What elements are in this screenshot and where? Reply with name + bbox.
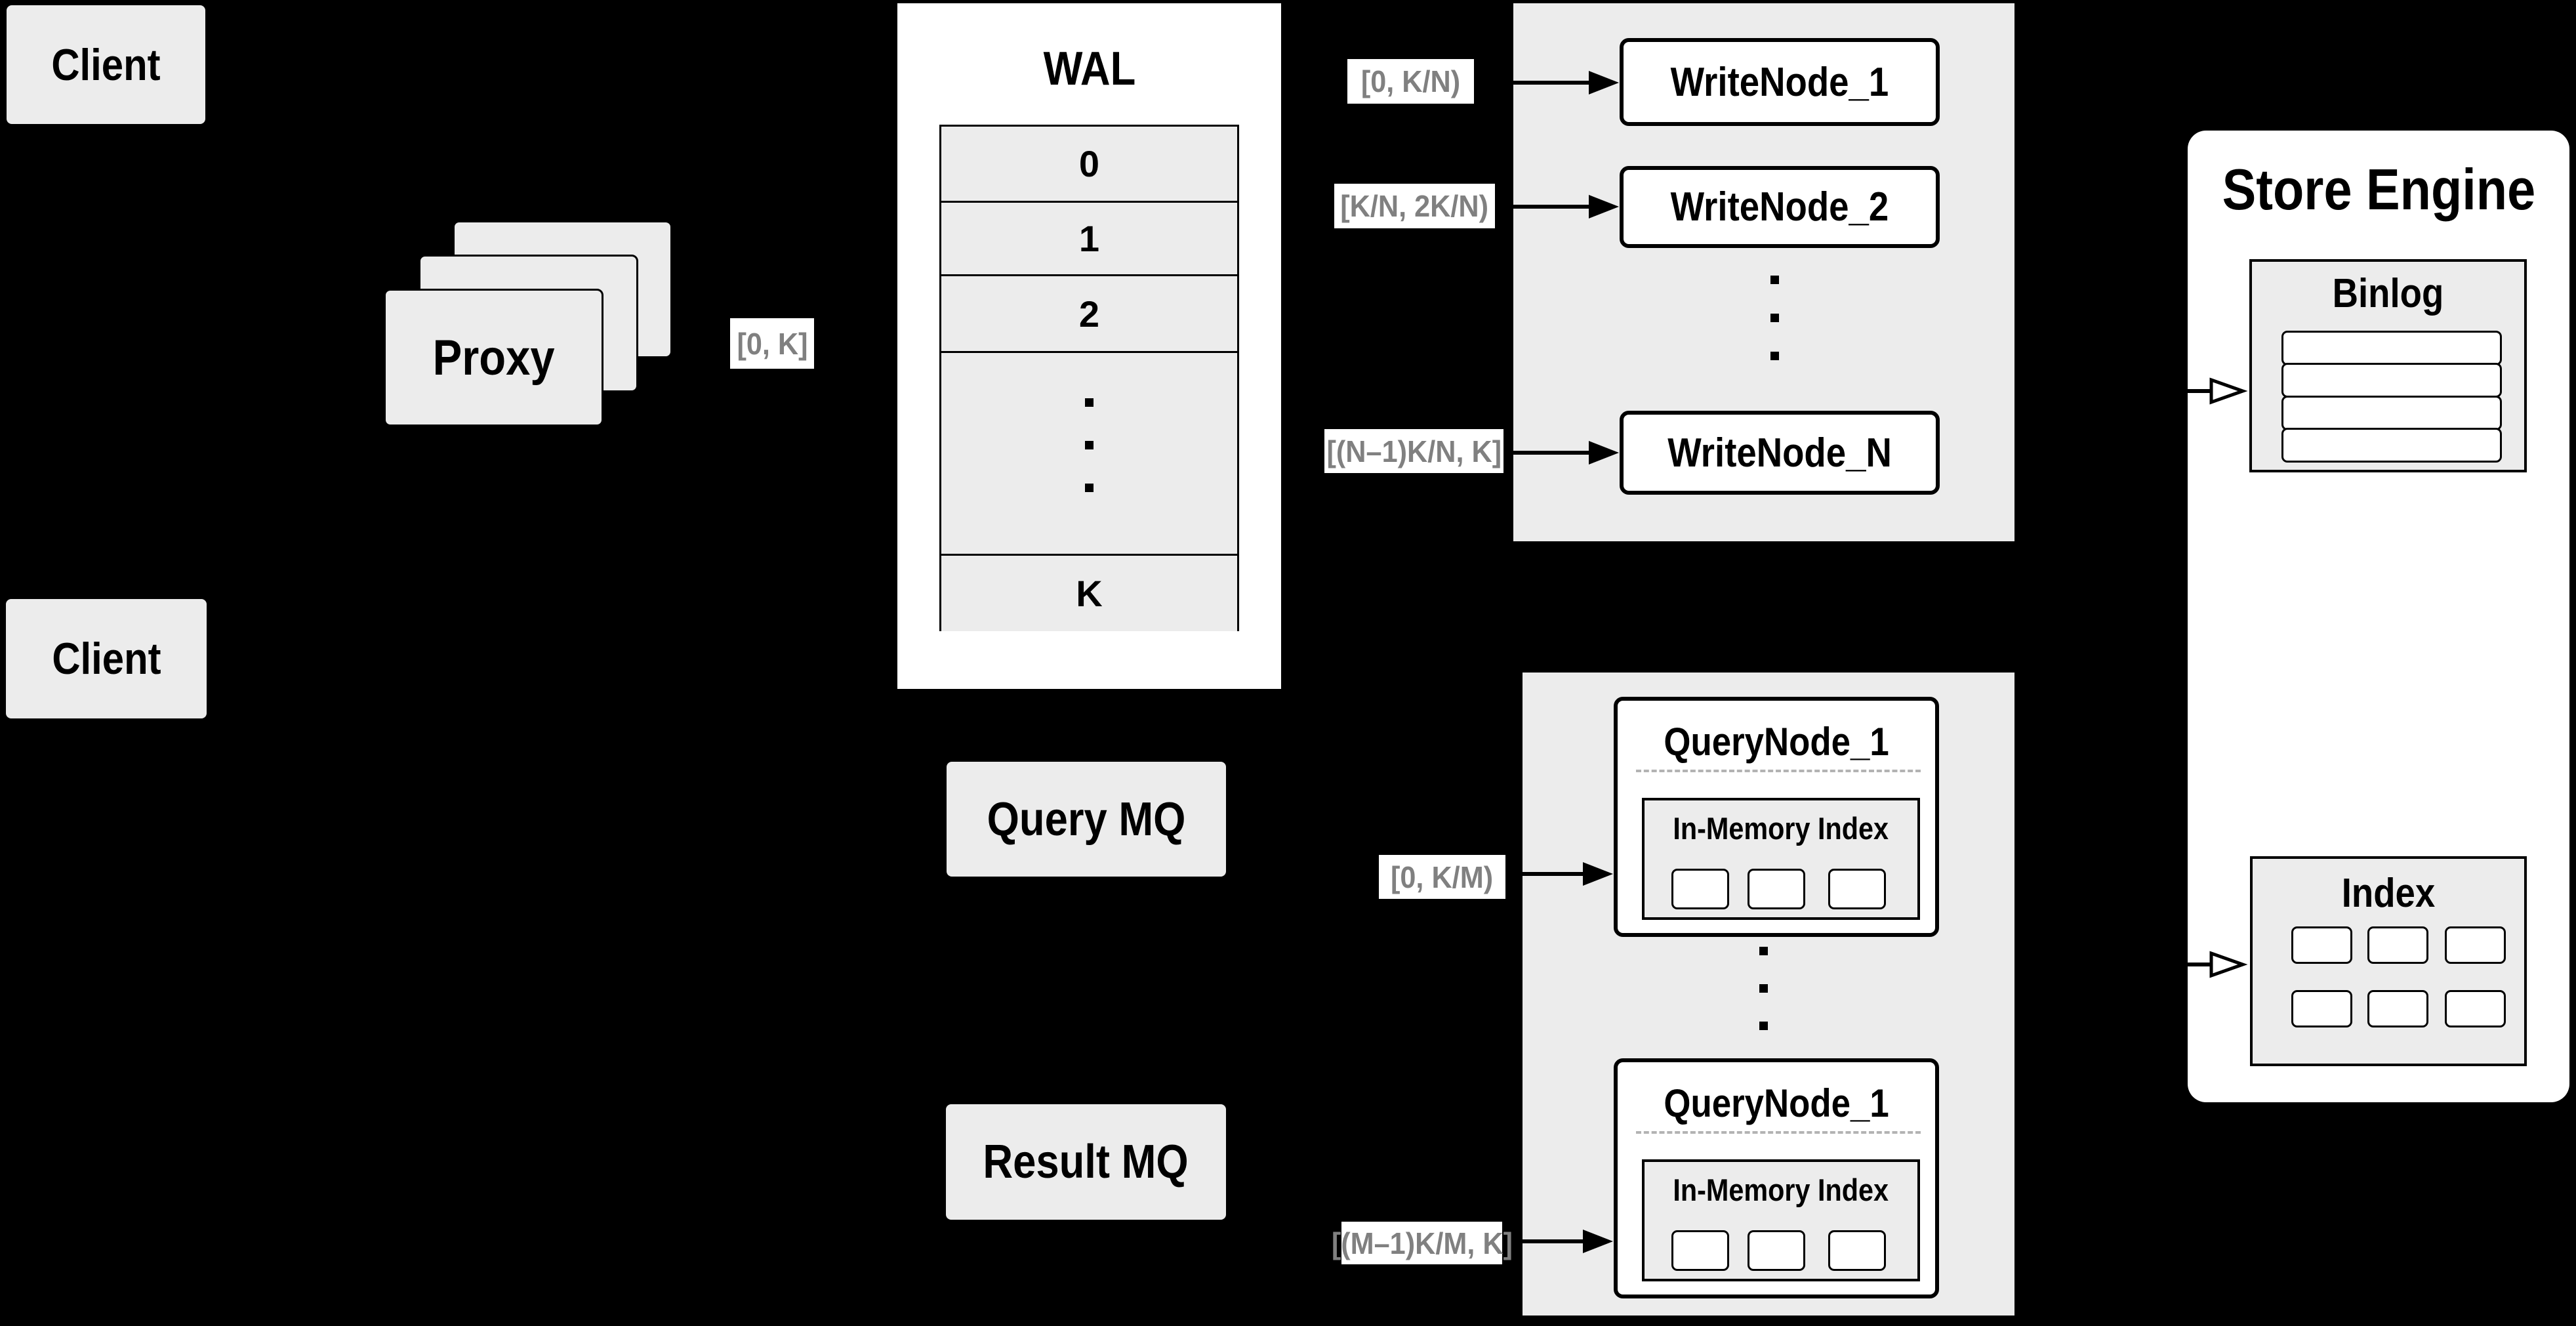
range-chip-query-1: [0, K/M) xyxy=(1379,855,1505,899)
query-ellipsis-dot xyxy=(1759,947,1768,955)
in-memory-index-2-title: In-Memory Index xyxy=(1673,1172,1889,1207)
index-square xyxy=(2367,990,2428,1027)
arrow-to-binlog xyxy=(2188,377,2248,405)
index-square xyxy=(2291,926,2352,964)
arrow-to-write-node-n xyxy=(1513,441,1619,465)
segment-square xyxy=(1671,1230,1729,1271)
write-node-n-box: WriteNode_N xyxy=(1620,411,1940,495)
wal-row-k: K xyxy=(941,556,1237,631)
query-node-2-box: QueryNode_1 In-Memory Index xyxy=(1614,1058,1939,1298)
index-square xyxy=(2291,990,2352,1027)
binlog-bar xyxy=(2281,428,2502,463)
query-node-2-title: QueryNode_1 xyxy=(1664,1081,1889,1125)
binlog-title: Binlog xyxy=(2332,270,2444,316)
wal-box: WAL 0 1 2 K xyxy=(897,3,1281,689)
arrow-to-query-node-1 xyxy=(1523,862,1613,886)
proxy-label: Proxy xyxy=(432,329,555,386)
range-chip-query-2: [(M–1)K/M, K] xyxy=(1331,1222,1513,1264)
wal-table: 0 1 2 K xyxy=(939,125,1239,631)
range-chip-write-n: [(N–1)K/N, K] xyxy=(1324,429,1503,473)
index-square xyxy=(2445,926,2506,964)
segment-square xyxy=(1671,869,1729,909)
write-ellipsis-dot xyxy=(1770,352,1779,360)
index-square xyxy=(2367,926,2428,964)
wal-ellipsis-dot xyxy=(1085,441,1094,449)
query-node-1-divider xyxy=(1636,770,1921,772)
in-memory-index-1-box: In-Memory Index xyxy=(1642,798,1920,920)
wal-row-1: 1 xyxy=(941,203,1237,276)
range-chip-proxy-wal: [0, K] xyxy=(730,318,814,369)
write-node-1-box: WriteNode_1 xyxy=(1620,38,1940,126)
index-title: Index xyxy=(2341,870,2436,916)
arrow-to-index xyxy=(2188,951,2248,978)
wal-title: WAL xyxy=(1043,43,1135,95)
query-mq-box: Query MQ xyxy=(947,762,1226,877)
query-ellipsis-dot xyxy=(1759,984,1768,993)
write-ellipsis-dot xyxy=(1770,314,1779,322)
query-node-1-title: QueryNode_1 xyxy=(1664,719,1889,764)
in-memory-index-2-box: In-Memory Index xyxy=(1642,1159,1920,1281)
store-engine-box: Store Engine Binlog Index xyxy=(2188,131,2569,1102)
wal-row-ellipsis xyxy=(941,353,1237,556)
binlog-bar xyxy=(2281,396,2502,430)
segment-square xyxy=(1828,1230,1886,1271)
wal-row-0: 0 xyxy=(941,127,1237,203)
arrow-to-write-node-1 xyxy=(1513,71,1619,94)
wal-row-2: 2 xyxy=(941,276,1237,353)
index-box: Index xyxy=(2250,856,2527,1066)
wal-ellipsis-dot xyxy=(1085,484,1094,492)
binlog-bar xyxy=(2281,331,2502,365)
binlog-box: Binlog xyxy=(2249,259,2527,472)
wal-ellipsis-dot xyxy=(1085,398,1094,407)
in-memory-index-1-title: In-Memory Index xyxy=(1673,810,1889,846)
proxy-box: Proxy xyxy=(384,289,603,426)
segment-square xyxy=(1748,869,1805,909)
segment-square xyxy=(1828,869,1886,909)
range-chip-write-2: [K/N, 2K/N) xyxy=(1334,184,1495,228)
client-top-label: Client xyxy=(51,39,161,90)
segment-square xyxy=(1748,1230,1805,1271)
client-bottom-box: Client xyxy=(6,599,207,718)
query-ellipsis-dot xyxy=(1759,1022,1768,1030)
query-node-2-divider xyxy=(1636,1131,1921,1134)
store-engine-title: Store Engine xyxy=(2222,157,2535,222)
index-square xyxy=(2445,990,2506,1027)
write-ellipsis-dot xyxy=(1770,276,1779,284)
arrow-to-write-node-2 xyxy=(1513,195,1619,218)
query-node-1-box: QueryNode_1 In-Memory Index xyxy=(1614,697,1939,937)
binlog-bar xyxy=(2281,363,2502,398)
result-mq-box: Result MQ xyxy=(946,1104,1226,1220)
range-chip-write-1: [0, K/N) xyxy=(1347,59,1474,104)
client-bottom-label: Client xyxy=(51,634,161,684)
arrow-to-query-node-2 xyxy=(1523,1230,1613,1253)
client-top-box: Client xyxy=(7,5,205,124)
write-node-2-box: WriteNode_2 xyxy=(1620,166,1940,248)
